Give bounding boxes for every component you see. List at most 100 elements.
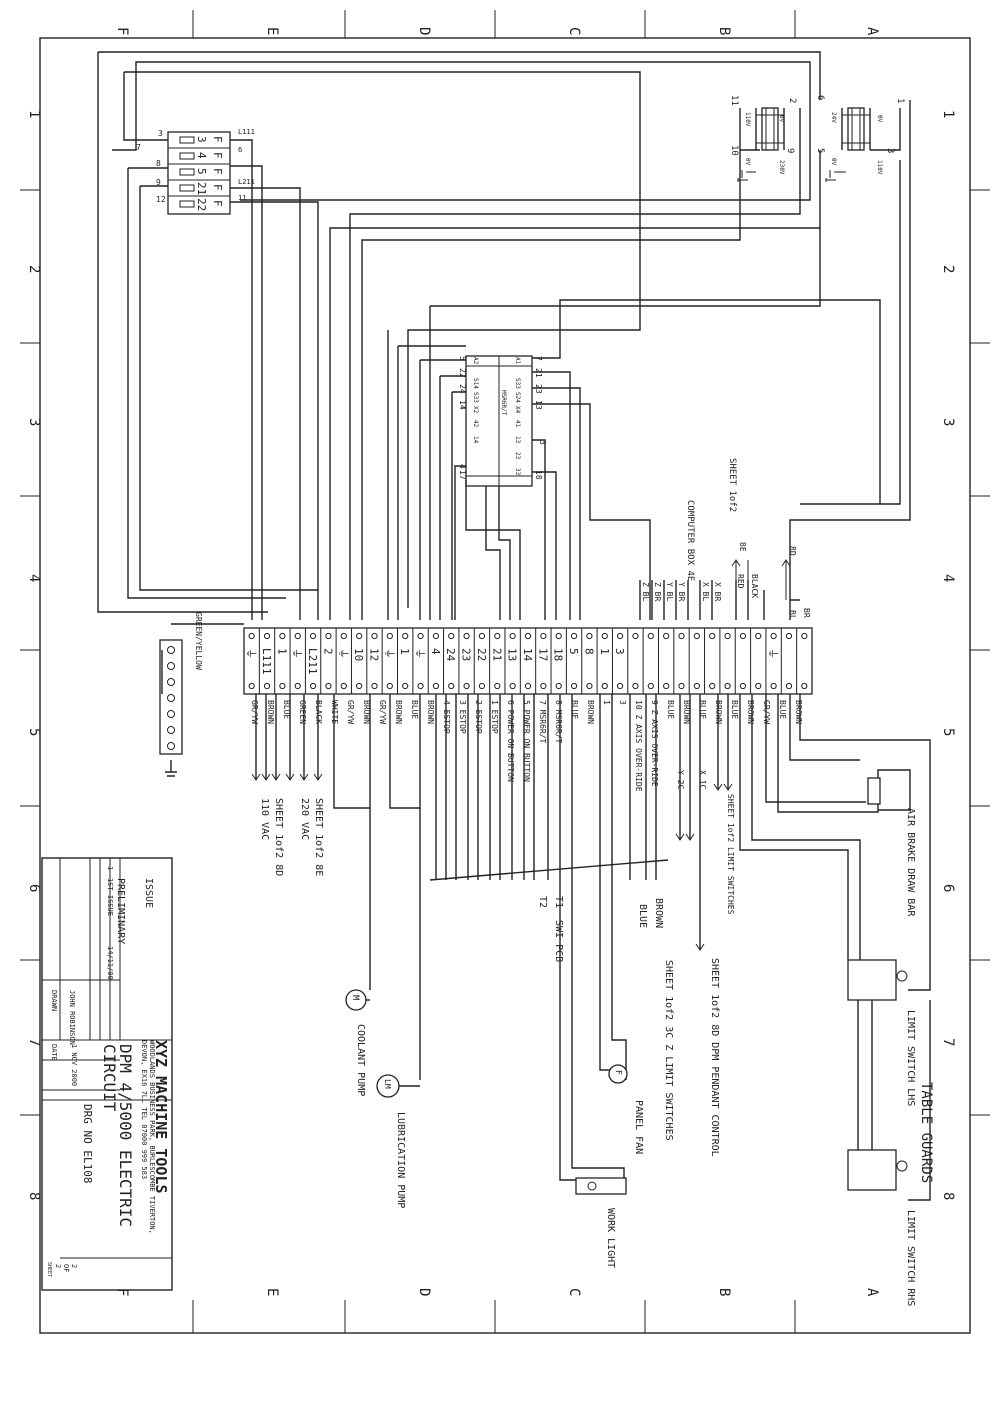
wire-label: 8 MSR6R/T (554, 700, 563, 744)
fuse-letter: F (211, 184, 224, 191)
sheet-number: 2 (70, 1264, 78, 1268)
work-light: WORK LIGHT (575, 1177, 627, 1268)
relay-terminal: X2 (472, 406, 479, 414)
relay-terminal: 13 (514, 436, 521, 444)
lube-label: LUBRICATION PUMP (395, 1112, 406, 1208)
earth-bar: GREEN/YELLOW (159, 612, 244, 777)
wire-label: BLUE (730, 700, 739, 719)
terminal-screw (478, 632, 486, 640)
note-limit-lhs: LIMIT SWITCH LHS (905, 1010, 916, 1106)
terminal-screw (801, 682, 808, 690)
sheet-total: 2 (54, 1264, 62, 1268)
terminal-screw (294, 632, 301, 640)
wire-label: BROWN (362, 700, 371, 724)
zone-letter: C (566, 27, 582, 35)
note-swi-pcb: SWI PCB (553, 920, 564, 962)
terminal-number: 23 (460, 648, 473, 661)
terminal-number: 17 (536, 648, 549, 661)
terminal-screw (739, 682, 747, 690)
terminal-screw (647, 632, 654, 640)
terminal-number: 14 (521, 648, 534, 662)
wire-label: BLUE (570, 700, 579, 719)
terminal-number: 3 (613, 648, 626, 655)
date-value: 1 NOV 2000 (70, 1044, 78, 1086)
terminal-screw (555, 682, 562, 690)
terminal-screw (709, 682, 716, 690)
note-table-guards: TABLE GUARDS (918, 1082, 934, 1183)
note-z-blue: BLUE (637, 904, 648, 928)
note-220vac: 220 VAC (299, 798, 310, 840)
rev-number: 1 (106, 866, 114, 870)
rev-description: 1ST ISSUE (106, 878, 114, 916)
relay-terminal: 23 (514, 452, 521, 460)
terminal-screw (371, 632, 378, 640)
safety-relay: A1 S33 S24 X4 41 13 23 33 A2 S14 S33 X2 … (458, 355, 547, 487)
relay-terminal: S33 (514, 378, 521, 389)
wire-label: GR/YW (378, 700, 387, 724)
terminal-screw (463, 632, 470, 640)
terminal-screw (494, 632, 501, 640)
transformer-label: 0V (830, 158, 837, 166)
wire-label: GR/YW (346, 700, 355, 724)
relay-terminal: 41 (514, 420, 521, 428)
transformer-label: 110V (744, 112, 751, 127)
wire-label: BROWN (746, 700, 755, 724)
relay-wire-number: 21 (534, 368, 543, 378)
down-leads (255, 694, 931, 1201)
computer-box-wires: Z BL Z BR Y BL Y BR X BL X BR RED BLACK … (641, 542, 811, 620)
wire-label: BLUE (778, 700, 787, 719)
relay-terminal: S24 (514, 392, 521, 403)
relay-wire-number: 5 (458, 356, 467, 361)
relay-terminal: S14 (472, 378, 479, 389)
wire-label: 1 (602, 700, 611, 705)
zone-letter: E (264, 1288, 280, 1296)
zone-number: 4 (26, 574, 42, 582)
zone-letter: F (114, 27, 130, 35)
zone-number: 8 (940, 1192, 956, 1200)
fuse-out-label: L111 (238, 128, 255, 136)
zone-number: 6 (26, 884, 42, 892)
zone-letter: C (566, 1288, 582, 1296)
drawing-number: DRG NO EL108 (81, 1104, 94, 1183)
wire-color: X BR (713, 582, 722, 601)
terminal-screw (632, 632, 639, 640)
fuse-letter: F (211, 168, 224, 175)
terminal-number: ⏚ (414, 648, 427, 659)
note-y2c: Y 2C (676, 770, 685, 789)
relay-terminal: A1 (514, 357, 521, 365)
date-label: DATE (50, 1044, 58, 1061)
zone-letter: A (864, 27, 880, 36)
terminal-number: 13 (506, 648, 519, 661)
wire-label: 7 MSR6R/T (538, 700, 547, 744)
lube-symbol: LM (383, 1079, 392, 1089)
zone-letter: A (864, 1288, 880, 1297)
ground-symbol (825, 170, 846, 182)
wire-label: 6 POWER ON BUTTON (506, 700, 515, 782)
drawing-subtitle: CIRCUIT (100, 1044, 119, 1112)
wire-color: Y BL (665, 582, 674, 601)
terminal-screw (248, 632, 255, 640)
terminal-number: ⏚ (291, 648, 304, 659)
sheet-ref: 8E (738, 542, 747, 552)
terminal-screw (755, 632, 762, 640)
terminal-number: 21 (490, 648, 503, 661)
note-x1c: X 1C (698, 770, 707, 789)
terminal-screw (356, 682, 363, 690)
company-address-2: DEVON, EX16 7LL TEL 07000 999 583 (140, 1040, 148, 1179)
fuse-wire-number: 9 (156, 178, 161, 187)
panel-fan: F PANEL FAN (608, 1064, 644, 1154)
wire-color: X BL (701, 582, 710, 601)
fuse-letter: F (211, 200, 224, 207)
terminal-screw (432, 682, 439, 690)
zone-ticks (20, 10, 990, 1333)
wire-label: BROWN (682, 700, 691, 724)
transformer-pin: 2 (787, 98, 797, 103)
terminal-screw (693, 682, 700, 690)
terminal-screw (540, 632, 547, 640)
wire-color: BLACK (750, 574, 759, 598)
fuse-out-label: 6 (238, 146, 242, 154)
terminal-screw (617, 682, 624, 690)
sheet-ref: 8D (788, 546, 797, 556)
terminal-number: 5 (567, 648, 580, 655)
